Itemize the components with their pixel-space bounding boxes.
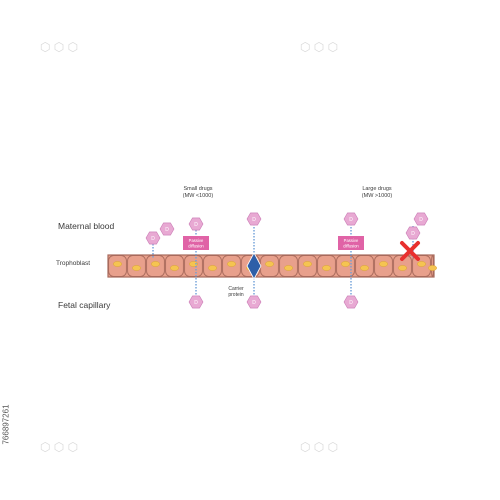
large-drugs-label: Large drugs (MW >1000) — [360, 186, 394, 200]
carrier-line2: protein — [228, 292, 244, 298]
drug-hexagon — [159, 222, 175, 236]
drug-hexagon-icon: D — [188, 295, 204, 309]
drug-hexagon — [405, 226, 421, 240]
cell-nucleus — [151, 261, 160, 267]
cell-nucleus — [398, 265, 407, 271]
trophoblast-label: Trophoblast — [56, 260, 91, 267]
maternal-blood-label: Maternal blood — [58, 221, 115, 231]
drug-symbol: D — [151, 236, 155, 242]
drug-symbol: D — [165, 227, 169, 233]
drug-markers: DDDPassivediffusionDDDDPassivediffusionD… — [145, 212, 429, 309]
cell-nucleus — [379, 261, 388, 267]
small-drugs-line2: (MW <1000) — [182, 193, 214, 199]
drug-hexagon-icon: D — [145, 231, 161, 245]
passive-line2: diffusion — [188, 244, 204, 249]
carrier-protein-icon — [246, 252, 262, 280]
drug-symbol: D — [349, 300, 353, 306]
drug-hexagon-icon: D — [246, 212, 262, 226]
passive-diffusion-box — [183, 236, 209, 250]
drug-hexagon-icon: D — [343, 295, 359, 309]
drug-hexagon — [188, 217, 204, 231]
watermark: ⬡ ⬡ ⬡ — [40, 440, 79, 454]
drug-hexagon-icon: D — [405, 226, 421, 240]
cell-nucleus — [284, 265, 293, 271]
drug-symbol: D — [252, 300, 256, 306]
large-drugs-line1: Large drugs — [362, 186, 392, 192]
cell-nucleus — [341, 261, 350, 267]
drug-hexagon — [246, 212, 262, 226]
drug-hexagon — [343, 212, 359, 226]
cell-nucleus — [360, 265, 369, 271]
small-drugs-line1: Small drugs — [183, 186, 213, 192]
drug-symbol: D — [194, 222, 198, 228]
passive-line2: diffusion — [343, 244, 359, 249]
cell-nucleus — [170, 265, 179, 271]
drug-hexagon — [413, 212, 429, 226]
cell-nucleus — [428, 265, 437, 271]
drug-hexagon-icon: D — [413, 212, 429, 226]
cell-nucleus — [322, 265, 331, 271]
cell-nucleus — [303, 261, 312, 267]
drug-symbol: D — [419, 217, 423, 223]
drug-symbol: D — [252, 217, 256, 223]
cell-nucleus — [208, 265, 217, 271]
watermark: ⬡ ⬡ ⬡ — [40, 40, 79, 54]
cell-nucleus — [189, 261, 198, 267]
watermark: ⬡ ⬡ ⬡ — [300, 40, 339, 54]
drug-hexagon-icon: D — [159, 222, 175, 236]
carrier-line1: Carrier — [228, 286, 244, 292]
cross-stroke — [400, 241, 420, 261]
red-x-icon — [400, 241, 420, 261]
passive-diffusion-box — [338, 236, 364, 250]
drug-hexagon — [246, 295, 262, 309]
small-drugs-label: Small drugs (MW <1000) — [181, 186, 215, 200]
carrier-protein-label: Carrier protein — [224, 286, 248, 298]
passive-line1: Passive — [189, 238, 204, 243]
trophoblast-membrane — [107, 254, 437, 278]
cell-nucleus — [417, 261, 426, 267]
cell-nucleus — [227, 261, 236, 267]
drug-hexagon — [188, 295, 204, 309]
drug-symbol: D — [194, 300, 198, 306]
passive-line1: Passive — [344, 238, 359, 243]
watermark: ⬡ ⬡ ⬡ — [300, 440, 339, 454]
drug-hexagon — [343, 295, 359, 309]
drug-hexagon — [145, 231, 161, 245]
fetal-capillary-label: Fetal capillary — [58, 300, 111, 310]
cell-nucleus — [113, 261, 122, 267]
carrier-diamond — [246, 252, 262, 280]
drug-symbol: D — [349, 217, 353, 223]
drug-symbol: D — [411, 231, 415, 237]
drug-hexagon-icon: D — [246, 295, 262, 309]
cell-nucleus — [265, 261, 274, 267]
cell-nucleus — [132, 265, 141, 271]
large-drugs-line2: (MW >1000) — [361, 193, 393, 199]
drug-hexagon-icon: D — [188, 217, 204, 231]
drug-hexagon-icon: D — [343, 212, 359, 226]
